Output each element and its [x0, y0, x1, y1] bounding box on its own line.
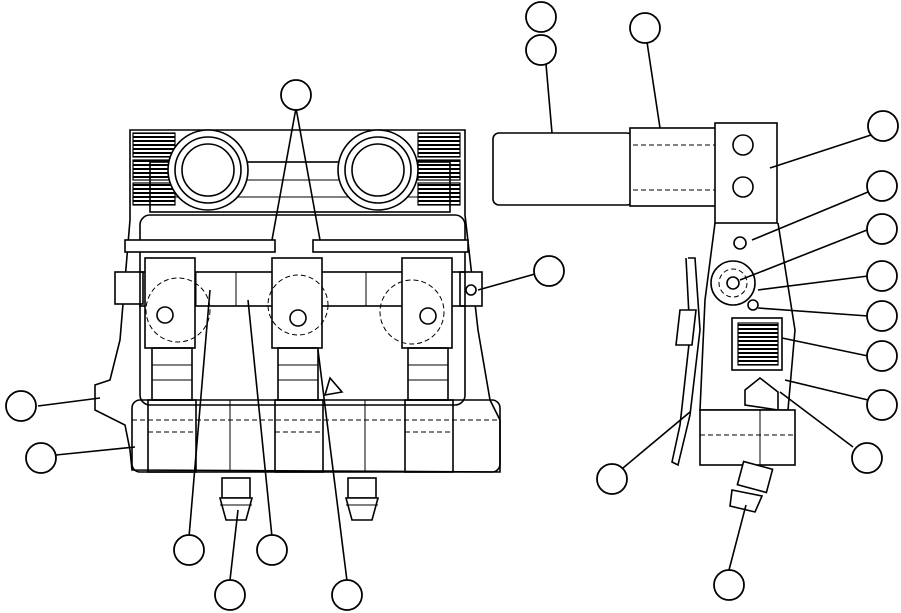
callout-balloon: [866, 389, 898, 421]
fitting-left: [218, 477, 254, 521]
callout-balloon: [256, 534, 288, 566]
front-view-assembly: [94, 129, 501, 521]
spring-block: [737, 322, 779, 366]
section-cap: [271, 257, 323, 349]
callout-balloon: [525, 34, 557, 66]
hatched-pad: [132, 182, 176, 206]
section-cap: [144, 257, 196, 349]
callout-balloon: [851, 442, 883, 474]
callout-balloon: [866, 170, 898, 202]
callout-balloon: [596, 463, 628, 495]
fitting-side: [729, 460, 774, 513]
callout-balloon: [173, 534, 205, 566]
port-left: [167, 129, 249, 211]
callout-balloon: [866, 213, 898, 245]
rail-left: [124, 239, 276, 253]
callout-balloon: [525, 1, 557, 33]
callout-balloon: [713, 569, 745, 601]
callout-balloon: [331, 579, 363, 611]
port-right: [337, 129, 419, 211]
callout-balloon: [866, 340, 898, 372]
section-cap: [401, 257, 453, 349]
top-manifold: [149, 161, 451, 213]
side-view-assembly: [492, 122, 796, 513]
lower-housing: [131, 399, 501, 473]
callout-balloon: [25, 442, 57, 474]
lever-arm: [699, 222, 796, 411]
callout-balloons: [5, 1, 899, 611]
handle-grip: [492, 132, 634, 206]
callout-balloon: [5, 390, 37, 422]
lug-left: [114, 271, 144, 305]
section-2: [267, 257, 329, 473]
hatched-pad: [132, 132, 176, 158]
section-3: [379, 257, 454, 473]
section-1: [144, 257, 211, 473]
base-block: [699, 409, 796, 466]
hatched-pad: [417, 132, 461, 158]
callout-balloon: [867, 110, 899, 142]
leader-lines: [37, 41, 872, 582]
callout-balloon: [533, 255, 565, 287]
valve-body: [139, 214, 466, 406]
bracket-plate: [671, 257, 701, 467]
rail-right: [312, 239, 469, 253]
mount-block: [714, 122, 778, 224]
callout-balloon: [280, 79, 312, 111]
handle-sleeve: [629, 127, 719, 207]
fitting-right: [344, 477, 380, 521]
hatched-pad: [417, 182, 461, 206]
callout-balloon: [214, 579, 246, 611]
callout-balloon: [866, 260, 898, 292]
hatched-pad: [417, 159, 461, 181]
callout-balloon: [629, 12, 661, 44]
callout-balloon: [866, 300, 898, 332]
